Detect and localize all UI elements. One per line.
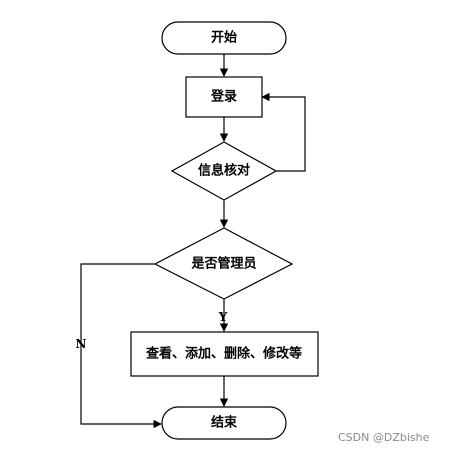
actions-label: 查看、添加、删除、修改等: [145, 346, 302, 362]
edge-is-admin-no: [80, 263, 162, 429]
verify-decision: [170, 141, 278, 201]
is-admin-decision: [153, 227, 294, 300]
end-terminal: [161, 406, 287, 440]
login-label: 登录: [210, 89, 237, 105]
login-process: [185, 76, 263, 118]
end-label: 结束: [211, 415, 238, 431]
verify-label: 信息核对: [198, 163, 250, 179]
start-label: 开始: [211, 30, 237, 46]
edge-verify-loop-to-login: [261, 92, 306, 172]
actions-process: [130, 331, 319, 377]
is-admin-label: 是否管理员: [190, 256, 256, 272]
yes-label: Y: [218, 310, 228, 324]
no-label: N: [76, 337, 87, 351]
start-terminal: [161, 21, 287, 55]
watermark: CSDN @DZbishe: [338, 431, 430, 444]
